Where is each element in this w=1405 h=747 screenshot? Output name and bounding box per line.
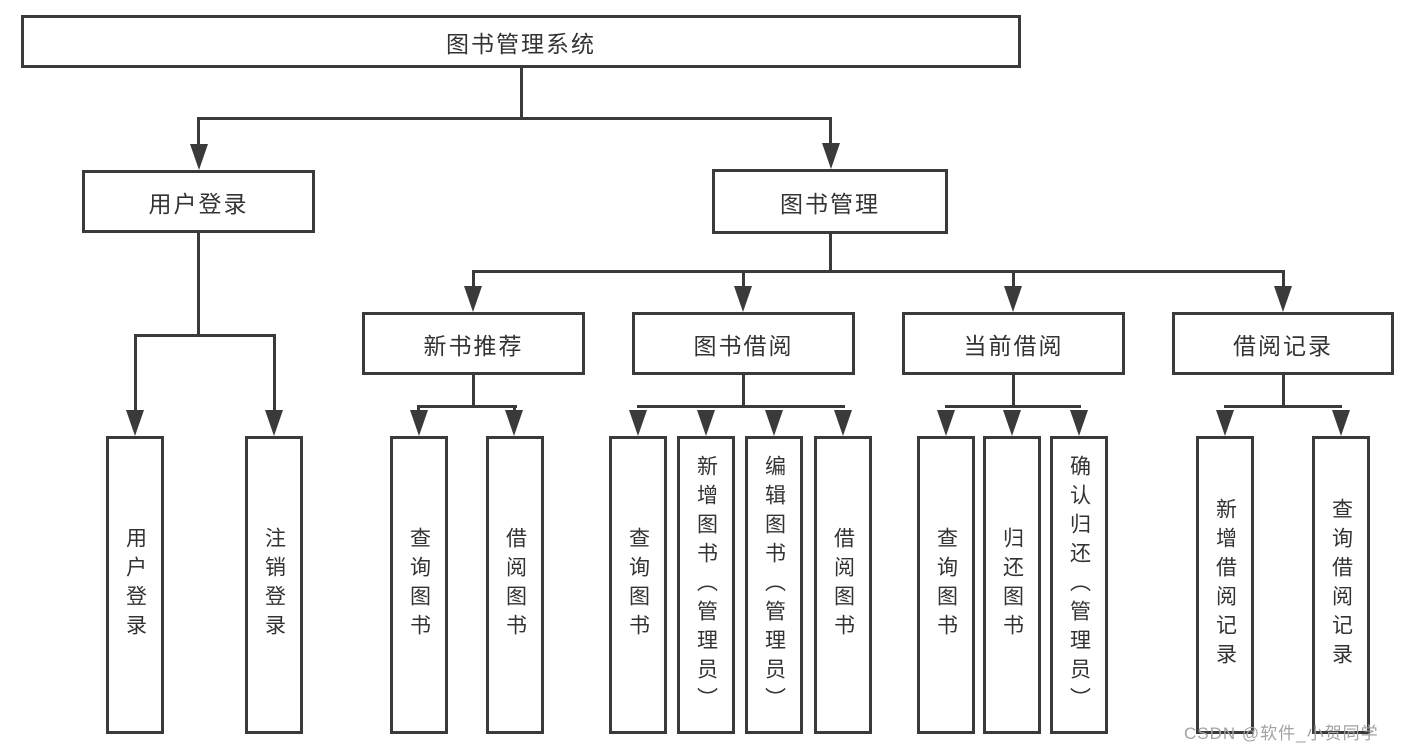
connector-current-borrow-stem xyxy=(1012,375,1015,408)
csdn-watermark: CSDN @软件_小贺同学 xyxy=(1184,724,1379,743)
node-user-login: 用户登录 xyxy=(82,170,315,233)
connector-current-borrow-rail xyxy=(945,405,1081,408)
arrow-book-borrow-leaf-1 xyxy=(629,410,647,436)
leaf-current-confirm-return-admin: 确认归还（管理员） xyxy=(1050,436,1108,734)
connector-borrow-records-rail xyxy=(1224,405,1342,408)
connector-book-borrow-stem xyxy=(742,375,745,408)
arrow-book-borrow-leaf-3 xyxy=(765,410,783,436)
connector-drop-book-borrow xyxy=(742,270,745,288)
node-book-borrow: 图书借阅 xyxy=(632,312,855,375)
leaf-newbook-query-books: 查询图书 xyxy=(390,436,448,734)
leaf-borrow-query-books: 查询图书 xyxy=(609,436,667,734)
arrow-borrow-records-leaf-1 xyxy=(1216,410,1234,436)
arrow-current-borrow-leaf-3 xyxy=(1070,410,1088,436)
connector-book-mgmt-rail xyxy=(472,270,1284,273)
connector-new-book-stem xyxy=(472,375,475,408)
arrow-book-borrow-leaf-2 xyxy=(697,410,715,436)
node-current-borrow: 当前借阅 xyxy=(902,312,1125,375)
connector-drop-current-borrow xyxy=(1012,270,1015,288)
connector-root-drop-right xyxy=(829,117,832,145)
connector-drop-borrow-records xyxy=(1282,270,1285,288)
node-book-mgmt: 图书管理 xyxy=(712,169,948,234)
connector-new-book-rail xyxy=(417,405,517,408)
connector-root-drop-left xyxy=(197,117,200,146)
leaf-user-login: 用户登录 xyxy=(106,436,164,734)
arrow-to-book-borrow xyxy=(734,286,752,312)
connector-root-stem xyxy=(520,67,523,119)
arrow-book-borrow-leaf-4 xyxy=(834,410,852,436)
connector-user-login-rail xyxy=(134,334,276,337)
arrow-to-leaf-login xyxy=(126,410,144,436)
connector-borrow-records-stem xyxy=(1282,375,1285,408)
leaf-logout: 注销登录 xyxy=(245,436,303,734)
arrow-borrow-records-leaf-2 xyxy=(1332,410,1350,436)
connector-new-book-drop-1 xyxy=(417,405,420,413)
leaf-newbook-borrow-books: 借阅图书 xyxy=(486,436,544,734)
arrow-new-book-leaf-2 xyxy=(505,410,523,436)
arrow-current-borrow-leaf-1 xyxy=(937,410,955,436)
leaf-current-return-books: 归还图书 xyxy=(983,436,1041,734)
connector-user-login-drop-2 xyxy=(273,334,276,412)
arrow-current-borrow-leaf-2 xyxy=(1003,410,1021,436)
node-new-book-recommend: 新书推荐 xyxy=(362,312,585,375)
connector-root-rail xyxy=(197,117,832,120)
connector-user-login-drop-1 xyxy=(134,334,137,412)
leaf-borrow-add-books-admin: 新增图书（管理员） xyxy=(677,436,735,734)
arrow-to-user-login xyxy=(190,144,208,170)
connector-new-book-drop-2 xyxy=(513,405,516,413)
leaf-records-query-record: 查询借阅记录 xyxy=(1312,436,1370,734)
leaf-current-query-books: 查询图书 xyxy=(917,436,975,734)
node-library-management-system: 图书管理系统 xyxy=(21,15,1021,68)
arrow-to-new-book xyxy=(464,286,482,312)
arrow-new-book-leaf-1 xyxy=(410,410,428,436)
arrow-to-leaf-logout xyxy=(265,410,283,436)
connector-book-mgmt-stem xyxy=(829,234,832,273)
leaf-borrow-borrow-books: 借阅图书 xyxy=(814,436,872,734)
arrow-to-current-borrow xyxy=(1004,286,1022,312)
node-borrow-records: 借阅记录 xyxy=(1172,312,1394,375)
leaf-borrow-edit-books-admin: 编辑图书（管理员） xyxy=(745,436,803,734)
leaf-records-add-record: 新增借阅记录 xyxy=(1196,436,1254,734)
arrow-to-book-mgmt xyxy=(822,143,840,169)
connector-book-borrow-rail xyxy=(637,405,845,408)
connector-drop-new-book xyxy=(472,270,475,288)
connector-user-login-stem xyxy=(197,233,200,337)
arrow-to-borrow-records xyxy=(1274,286,1292,312)
